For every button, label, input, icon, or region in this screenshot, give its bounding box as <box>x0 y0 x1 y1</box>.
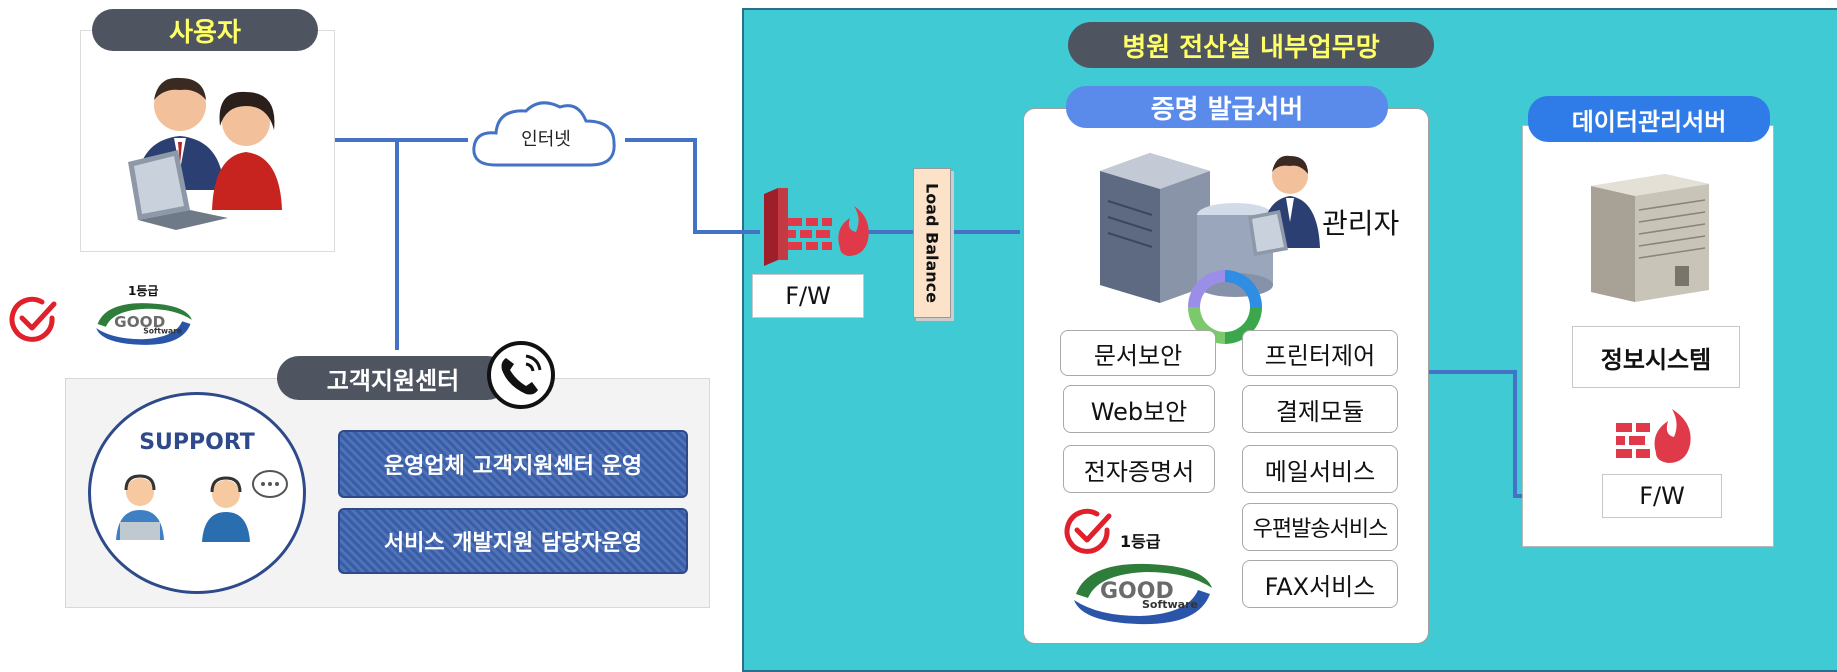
support-item-2: 서비스 개발지원 담당자운영 <box>338 508 688 574</box>
load-balance-device: Load Balance <box>913 168 951 318</box>
support-agents-icon <box>116 470 288 542</box>
good-software-logo-left: GOOD Software <box>96 303 192 345</box>
module-document-security: 문서보안 <box>1060 330 1216 376</box>
users-title: 사용자 <box>92 9 318 51</box>
sync-icon <box>1188 270 1262 344</box>
support-title: 고객지원센터 <box>277 356 509 400</box>
gs-word-software: Software <box>1142 598 1198 611</box>
hospital-title: 병원 전산실 내부업무망 <box>1068 22 1434 68</box>
module-fax-service: FAX서비스 <box>1242 560 1398 608</box>
users-icon <box>128 77 282 230</box>
admin-icon <box>1248 155 1320 256</box>
internet-cloud-icon <box>472 101 616 167</box>
mainframe-icon <box>1591 174 1709 302</box>
check-icon <box>1064 508 1112 554</box>
phone-icon <box>487 341 555 409</box>
internet-label: 인터넷 <box>521 129 571 150</box>
firewall-icon <box>764 188 869 266</box>
gs-grade-label-left: 1등급 <box>128 284 159 298</box>
cert-server-title: 증명 발급서버 <box>1066 86 1388 128</box>
firewall-small-label: F/W <box>1602 474 1722 518</box>
gs-grade-label: 1등급 <box>1120 532 1161 551</box>
firewall-label: F/W <box>752 274 864 318</box>
line-internet-to-fw <box>625 138 760 234</box>
cert-server-panel <box>1023 108 1429 644</box>
check-icon-left <box>9 296 57 342</box>
module-web-security: Web보안 <box>1063 385 1215 433</box>
gs-word-software-left: Software <box>143 327 182 336</box>
support-badge: SUPPORT <box>139 430 255 455</box>
info-system-label: 정보시스템 <box>1572 326 1740 388</box>
good-software-logo: GOOD Software <box>1074 563 1212 625</box>
module-printer-control: 프린터제어 <box>1242 330 1398 376</box>
support-item-1: 운영업체 고객지원센터 운영 <box>338 430 688 498</box>
load-balance-label: Load Balance <box>922 182 942 304</box>
gs-word-good-left: GOOD <box>114 313 165 331</box>
module-postal-service: 우편발송서비스 <box>1242 503 1398 551</box>
firewall-small-icon <box>1616 409 1691 463</box>
data-server-title: 데이터관리서버 <box>1528 96 1770 142</box>
module-e-certificate: 전자증명서 <box>1063 445 1215 493</box>
module-payment: 결제모듈 <box>1242 385 1398 433</box>
module-mail-service: 메일서비스 <box>1242 445 1398 493</box>
gs-word-good: GOOD <box>1100 579 1174 604</box>
admin-label: 관리자 <box>1322 207 1400 240</box>
